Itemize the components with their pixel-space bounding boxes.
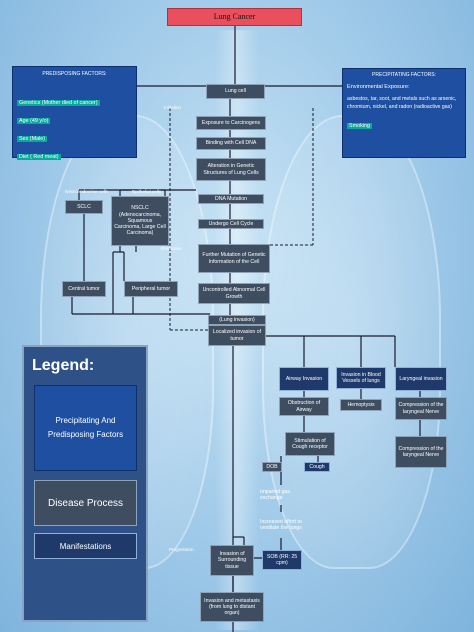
node-dob: DOB — [262, 462, 282, 472]
predisposing-item-sex: Sex (Male) — [17, 136, 48, 142]
node-surrounding-tissue: Invasion of Surrounding tissue — [210, 545, 254, 576]
node-lung-cell: Lung cell — [206, 84, 265, 99]
legend-factors-label: Precipitating And Predisposing Factors — [47, 416, 124, 439]
node-further-mutation: Further Mutation of Genetic Information … — [198, 244, 270, 273]
right-lung-background — [262, 115, 441, 569]
node-exposure-carcinogens: Exposure to Carcinogens — [196, 116, 266, 130]
environmental-exposure-text: asbestos, tar, soot, and metals such as … — [347, 96, 457, 110]
progression-label: Progression — [169, 547, 194, 552]
environmental-exposure-label: Environmental Exposure: — [347, 84, 410, 90]
node-compression-laryngeal-1: Compression of the laryngeal Nerve — [395, 397, 447, 420]
predisposing-item-age: Age (49 y/o) — [17, 118, 51, 124]
node-increased-effort: Increased effort to ventilate the lungs — [260, 518, 302, 531]
predisposing-item-diet: Diet ( Red meat) — [17, 154, 61, 160]
node-sclc: SCLC — [65, 200, 103, 214]
node-dna-mutation: DNA Mutation — [198, 194, 264, 204]
node-binding-dna: Binding with Cell DNA — [196, 137, 266, 150]
legend-factors-swatch: Precipitating And Predisposing Factors — [34, 385, 137, 471]
node-uncontrolled-growth: Uncontrolled Abnormal Cell Growth — [198, 283, 270, 304]
node-lung-invasion: (Lung invasion) — [208, 315, 266, 325]
node-impaired-gas-exchange: Impaired gas exchange — [260, 488, 290, 501]
legend-manifestations-label: Manifestations — [59, 541, 112, 551]
node-metastasis: Invasion and metastasis (from lung to di… — [200, 592, 264, 622]
legend-manifestations-swatch: Manifestations — [34, 533, 137, 559]
node-obstruction-airway: Obstruction of Airway — [279, 397, 329, 416]
predisposing-header: PREDISPOSING FACTORS: — [42, 71, 107, 77]
node-undergo-cell-cycle: Undergo Cell Cycle — [198, 219, 264, 229]
diagram-title: Lung Cancer — [167, 8, 302, 26]
node-cough: Cough — [304, 462, 330, 472]
node-localized-invasion: Localized invasion of tumor — [208, 325, 266, 346]
node-blood-vessel-invasion: Invasion in Blood Vessels of lungs — [336, 367, 386, 389]
precipitating-factors-panel: PRECIPITATING FACTORS: Environmental Exp… — [342, 68, 466, 158]
precipitating-header: PRECIPITATING FACTORS: — [372, 72, 436, 78]
node-sob: SOB (RR: 25 cpm) — [262, 550, 302, 570]
node-airway-invasion: Airway Invasion — [279, 367, 329, 391]
node-nsclc: NSCLC (Adenocarcinoma, Squamous Carcinom… — [111, 196, 169, 246]
legend-title: Legend: — [32, 357, 95, 374]
neuroendocrine-label: Neuroendocrine cells — [65, 189, 109, 194]
node-central-tumor: Central tumor — [62, 281, 106, 297]
node-laryngeal-invasion: Laryngeal invasion — [395, 367, 447, 391]
node-hemoptysis: Hemoptysis — [340, 399, 382, 411]
promotion-label: Promotion — [161, 246, 182, 251]
node-stimulation-cough: Stimulation of Cough receptor — [285, 432, 335, 456]
predisposing-factors-panel: PREDISPOSING FACTORS: Genetics (Mother d… — [12, 66, 137, 160]
precipitating-item-smoking: Smoking — [347, 123, 372, 129]
legend-disease-label: Disease Process — [47, 497, 124, 509]
epithelial-label: Epithelial cells — [132, 189, 162, 194]
predisposing-item-genetics: Genetics (Mother died of cancer) — [17, 100, 100, 106]
node-compression-laryngeal-2: Compression of the laryngeal Nerve — [395, 436, 447, 468]
initiation-label: Initiation — [164, 105, 182, 110]
legend-panel: Legend: Precipitating And Predisposing F… — [22, 345, 148, 622]
node-alteration-genetic: Alteration in Genetic Structures of Lung… — [196, 158, 266, 181]
node-peripheral-tumor: Peripheral tumor — [124, 281, 178, 297]
legend-disease-swatch: Disease Process — [34, 480, 137, 526]
